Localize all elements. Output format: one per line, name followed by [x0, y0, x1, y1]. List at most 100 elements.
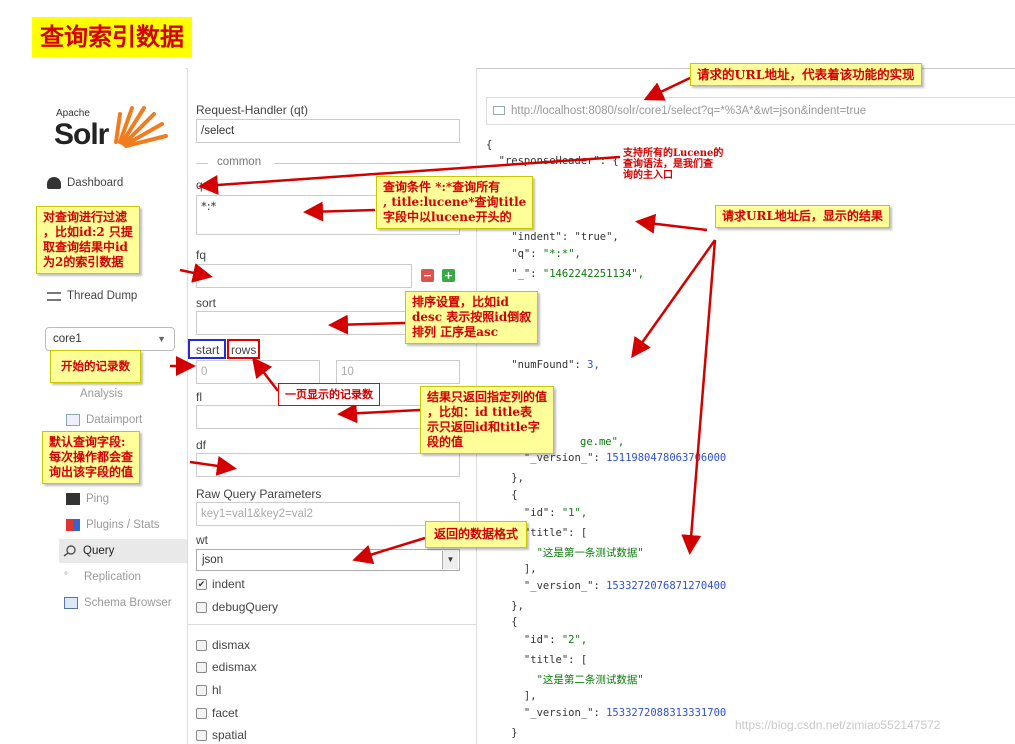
- edismax-checkbox[interactable]: edismax: [196, 660, 257, 674]
- sidebar-item-ping[interactable]: Ping: [66, 493, 109, 505]
- chevron-down-icon: ▼: [157, 334, 166, 344]
- response-line: "title": [: [486, 654, 588, 666]
- sidebar-item-label: Schema Browser: [84, 597, 172, 609]
- sidebar-item-label: Dashboard: [67, 177, 124, 189]
- rows-highlight-box: [227, 339, 260, 359]
- json-key: "_version_":: [486, 707, 607, 719]
- start-input[interactable]: 0: [196, 360, 320, 384]
- json-key: "id":: [486, 634, 562, 646]
- sidebar-item-label: Plugins / Stats: [86, 519, 160, 531]
- sidebar-item-schema-browser[interactable]: Schema Browser: [64, 597, 172, 609]
- checkbox-box: [196, 707, 207, 719]
- json-key: "_version_":: [486, 580, 607, 592]
- response-line: "id": "2",: [486, 634, 587, 646]
- response-line: "numFound": 3,: [486, 359, 600, 371]
- sun-icon: [114, 106, 168, 148]
- fq-label: fq: [196, 248, 207, 262]
- sidebar-item-query[interactable]: Query: [59, 539, 187, 563]
- json-string: ge.me",: [580, 436, 625, 448]
- sidebar-item-label: Replication: [84, 571, 141, 583]
- checkbox-box: [196, 661, 207, 673]
- logo-solr-text: Solr: [54, 118, 109, 151]
- sidebar-item-dashboard[interactable]: Dashboard: [47, 177, 123, 189]
- start-highlight-box: [188, 339, 226, 359]
- request-handler-input[interactable]: /select: [196, 119, 460, 143]
- facet-checkbox[interactable]: facet: [196, 706, 238, 720]
- thread-dump-icon: [47, 291, 61, 301]
- page-title: 查询索引数据: [32, 17, 192, 57]
- annotation-note: 排序设置，比如id desc 表示按照id倒叙 排列 正序是asc: [405, 291, 539, 344]
- response-line: "id": "1",: [486, 507, 587, 519]
- response-line: "_version_": 1533272088313331700: [486, 707, 726, 719]
- sidebar: [32, 68, 186, 744]
- hl-checkbox[interactable]: hl: [196, 683, 221, 697]
- json-string: "这是第二条测试数据": [486, 674, 644, 686]
- checkbox-label: edismax: [212, 660, 257, 674]
- checkbox-box: [196, 684, 207, 696]
- common-section-label: common: [212, 156, 267, 168]
- plugins-icon: [66, 519, 80, 531]
- core-selected-value: core1: [53, 333, 82, 345]
- sidebar-item-analysis[interactable]: Analysis: [66, 388, 123, 400]
- logo-apache-text: Apache: [56, 108, 90, 119]
- json-key: "numFound":: [486, 359, 588, 371]
- wt-select[interactable]: json ▼: [196, 549, 460, 571]
- raw-query-input[interactable]: key1=val1&key2=val2: [196, 502, 460, 526]
- checkbox-box: [196, 729, 207, 741]
- response-line: "q": "*:*",: [486, 248, 581, 260]
- sidebar-item-label: Ping: [86, 493, 110, 505]
- spatial-checkbox[interactable]: spatial: [196, 728, 247, 742]
- annotation-note: 请求URL地址后，显示的结果: [715, 205, 890, 228]
- request-url-link[interactable]: http://localhost:8080/solr/core1/select?…: [486, 97, 1015, 125]
- response-line: {: [486, 139, 493, 151]
- df-label: df: [196, 438, 207, 452]
- solr-logo[interactable]: Apache Solr: [52, 92, 172, 160]
- debug-query-checkbox[interactable]: debugQuery: [196, 600, 278, 614]
- df-input[interactable]: [196, 453, 460, 477]
- json-string: "1462242251134",: [542, 268, 645, 280]
- remove-fq-button[interactable]: −: [421, 269, 434, 282]
- sidebar-item-label: Thread Dump: [67, 290, 138, 302]
- checkbox-label: debugQuery: [212, 600, 279, 614]
- response-line: ge.me",: [580, 436, 624, 448]
- response-line: "_": "1462242251134",: [486, 268, 644, 280]
- sidebar-item-replication[interactable]: ° Replication: [64, 571, 141, 583]
- json-key: "id":: [486, 507, 562, 519]
- wt-label: wt: [196, 533, 208, 547]
- json-key: "q":: [486, 248, 543, 260]
- annotation-note: 对查询进行过滤 ，比如id:2 只提 取查询结果中id 为2的索引数据: [36, 206, 140, 274]
- response-line: }: [486, 727, 518, 739]
- json-number: 3,: [587, 359, 600, 371]
- response-line: {: [486, 616, 518, 628]
- dismax-checkbox[interactable]: dismax: [196, 638, 250, 652]
- search-icon: [63, 545, 77, 557]
- annotation-note: 结果只返回指定列的值 ，比如：id title表 示只返回id和title字 段…: [420, 386, 555, 454]
- json-number: 1533272088313331700: [606, 707, 727, 719]
- rows-input[interactable]: 10: [336, 360, 460, 384]
- fl-label: fl: [196, 390, 202, 404]
- sidebar-item-label: Analysis: [80, 388, 123, 400]
- request-handler-label: Request-Handler (qt): [196, 103, 309, 117]
- request-url-text: http://localhost:8080/solr/core1/select?…: [511, 105, 867, 117]
- checkbox-box: [196, 639, 207, 651]
- json-number: 1511980478063706000: [606, 452, 727, 464]
- fq-input[interactable]: [196, 264, 412, 288]
- annotation-note: 请求的URL地址，代表着该功能的实现: [690, 63, 922, 86]
- response-line: "responseHeader": {: [486, 155, 619, 167]
- response-line-text: "indent": "true",: [486, 231, 619, 243]
- analysis-icon: [66, 388, 74, 400]
- core-selector[interactable]: core1 ▼: [45, 327, 175, 351]
- checkbox-label: hl: [212, 683, 222, 697]
- response-line: {: [486, 489, 518, 501]
- response-line: },: [486, 472, 524, 484]
- sidebar-item-plugins-stats[interactable]: Plugins / Stats: [66, 519, 160, 531]
- sidebar-item-thread-dump[interactable]: Thread Dump: [47, 290, 137, 302]
- indent-checkbox[interactable]: ✔ indent: [196, 577, 245, 591]
- checkbox-label: dismax: [212, 638, 251, 652]
- form-divider: [187, 624, 477, 625]
- response-line: ],: [486, 563, 537, 575]
- sidebar-item-dataimport[interactable]: Dataimport: [66, 414, 142, 426]
- sidebar-item-label: Query: [83, 545, 115, 557]
- wt-selected-value: json: [202, 554, 224, 566]
- add-fq-button[interactable]: +: [442, 269, 455, 282]
